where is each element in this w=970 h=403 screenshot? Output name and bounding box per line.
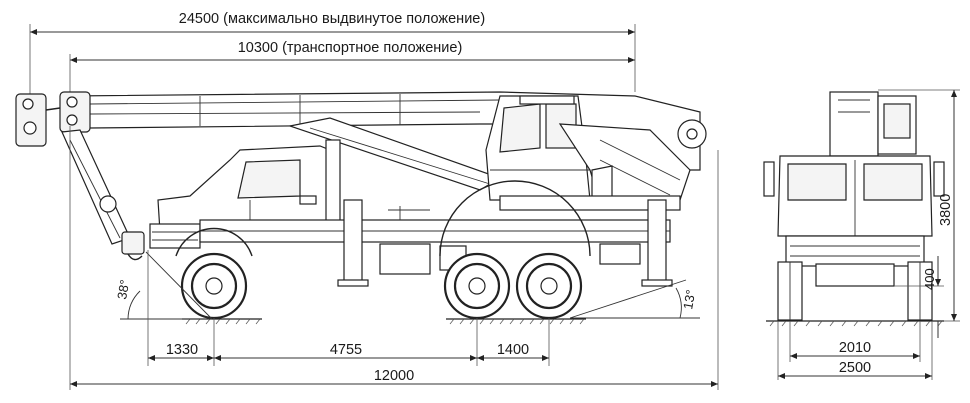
chassis [199, 199, 673, 287]
overall-height-label: 3800 [938, 194, 954, 226]
ground-clearance-label: 400 [922, 268, 937, 290]
dimension-overall-length: 12000 [69, 126, 719, 390]
max-extended-label: 24500 (максимально выдвинутое положение) [179, 11, 485, 27]
wheelbase-label: 4755 [330, 342, 362, 358]
transport-label: 10300 (транспортное положение) [238, 40, 463, 56]
ground-side [182, 318, 586, 325]
front-view [763, 91, 945, 321]
track-width-label: 2010 [839, 340, 871, 356]
rear-axle-spacing-label: 1400 [497, 342, 529, 358]
rear-wheel-1 [443, 252, 511, 320]
overall-length-label: 12000 [374, 368, 414, 384]
ground-front [766, 320, 944, 327]
dimension-wheelbase: 4755 [214, 318, 478, 366]
front-wheel [175, 227, 253, 320]
rear-wheel-2 [439, 180, 591, 320]
departure-angle-label: 13° [680, 289, 698, 311]
dimension-overall-height: 3800 [878, 89, 960, 322]
dimension-max-extended: 24500 (максимально выдвинутое положение) [29, 11, 636, 96]
overall-width-label: 2500 [839, 360, 871, 376]
truck-cab [149, 139, 341, 249]
front-overhang-label: 1330 [166, 342, 198, 358]
turret [499, 123, 691, 211]
dimension-ground-clearance: 400 [894, 256, 944, 338]
dimension-track-width: 2010 [789, 321, 921, 362]
departure-angle: 13° [569, 279, 700, 319]
dimension-overall-width: 2500 [777, 321, 933, 380]
dimension-rear-axle-spacing: 1400 [477, 318, 550, 366]
approach-angle: 38° [114, 251, 213, 320]
dimension-transport: 10300 (транспортное положение) [69, 40, 635, 95]
approach-angle-label: 38° [114, 279, 132, 301]
